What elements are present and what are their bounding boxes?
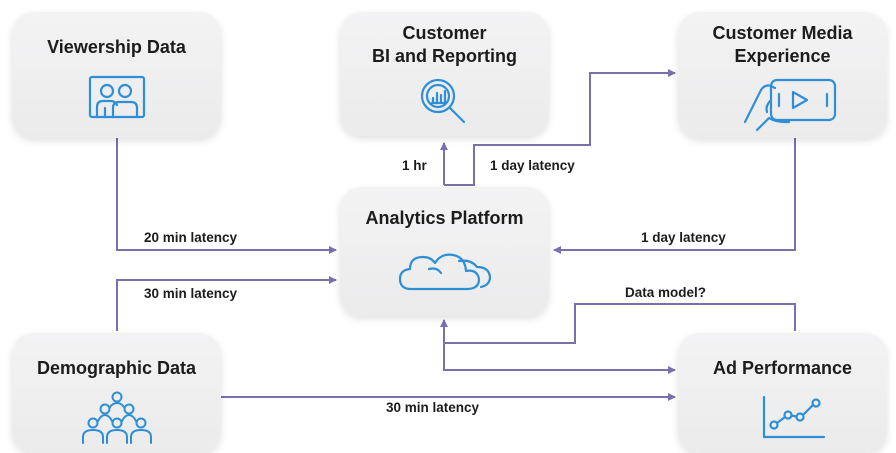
edge-label-viewership-latency: 20 min latency xyxy=(144,230,238,245)
edge-label-media-latency: 1 day latency xyxy=(490,158,575,173)
line-chart-icon xyxy=(762,395,826,439)
magnifier-chart-icon xyxy=(420,78,466,124)
node-ad-performance: Ad Performance xyxy=(678,333,887,453)
node-customer-media-experience: Customer Media Experience xyxy=(678,12,887,138)
edge-label-media-to-analytics-latency: 1 day latency xyxy=(641,230,726,245)
edge-analytics-to-media xyxy=(444,69,676,186)
node-analytics-platform: Analytics Platform xyxy=(340,187,549,316)
node-title: Demographic Data xyxy=(36,358,197,378)
cloud-icon xyxy=(398,253,492,291)
edge-ad-to-analytics xyxy=(440,303,796,344)
node-title-line1: Customer xyxy=(402,23,487,43)
edge-label-demographic-to-ad-latency: 30 min latency xyxy=(386,400,480,415)
edge-label-bi-latency: 1 hr xyxy=(402,158,427,173)
node-viewership-data: Viewership Data xyxy=(12,12,221,138)
node-title-line2: BI and Reporting xyxy=(372,46,517,66)
node-title-line2: Experience xyxy=(734,46,831,66)
people-screen-icon xyxy=(88,75,146,119)
node-title: Viewership Data xyxy=(47,37,186,57)
edge-demographic-to-analytics xyxy=(116,276,337,331)
node-title: Ad Performance xyxy=(712,358,853,378)
edge-analytics-to-ad xyxy=(443,343,676,374)
node-title: Analytics Platform xyxy=(365,208,524,228)
node-title-line1: Customer Media xyxy=(712,23,853,43)
edge-media-to-analytics xyxy=(553,138,796,254)
node-demographic-data: Demographic Data xyxy=(12,333,221,453)
edge-label-data-model: Data model? xyxy=(625,285,707,300)
people-group-icon xyxy=(82,391,152,444)
edge-viewership-to-analytics xyxy=(116,138,337,254)
hand-phone-video-icon xyxy=(743,78,837,132)
node-customer-bi-reporting: Customer BI and Reporting xyxy=(340,12,549,136)
edge-label-demographic-latency: 30 min latency xyxy=(144,286,238,301)
